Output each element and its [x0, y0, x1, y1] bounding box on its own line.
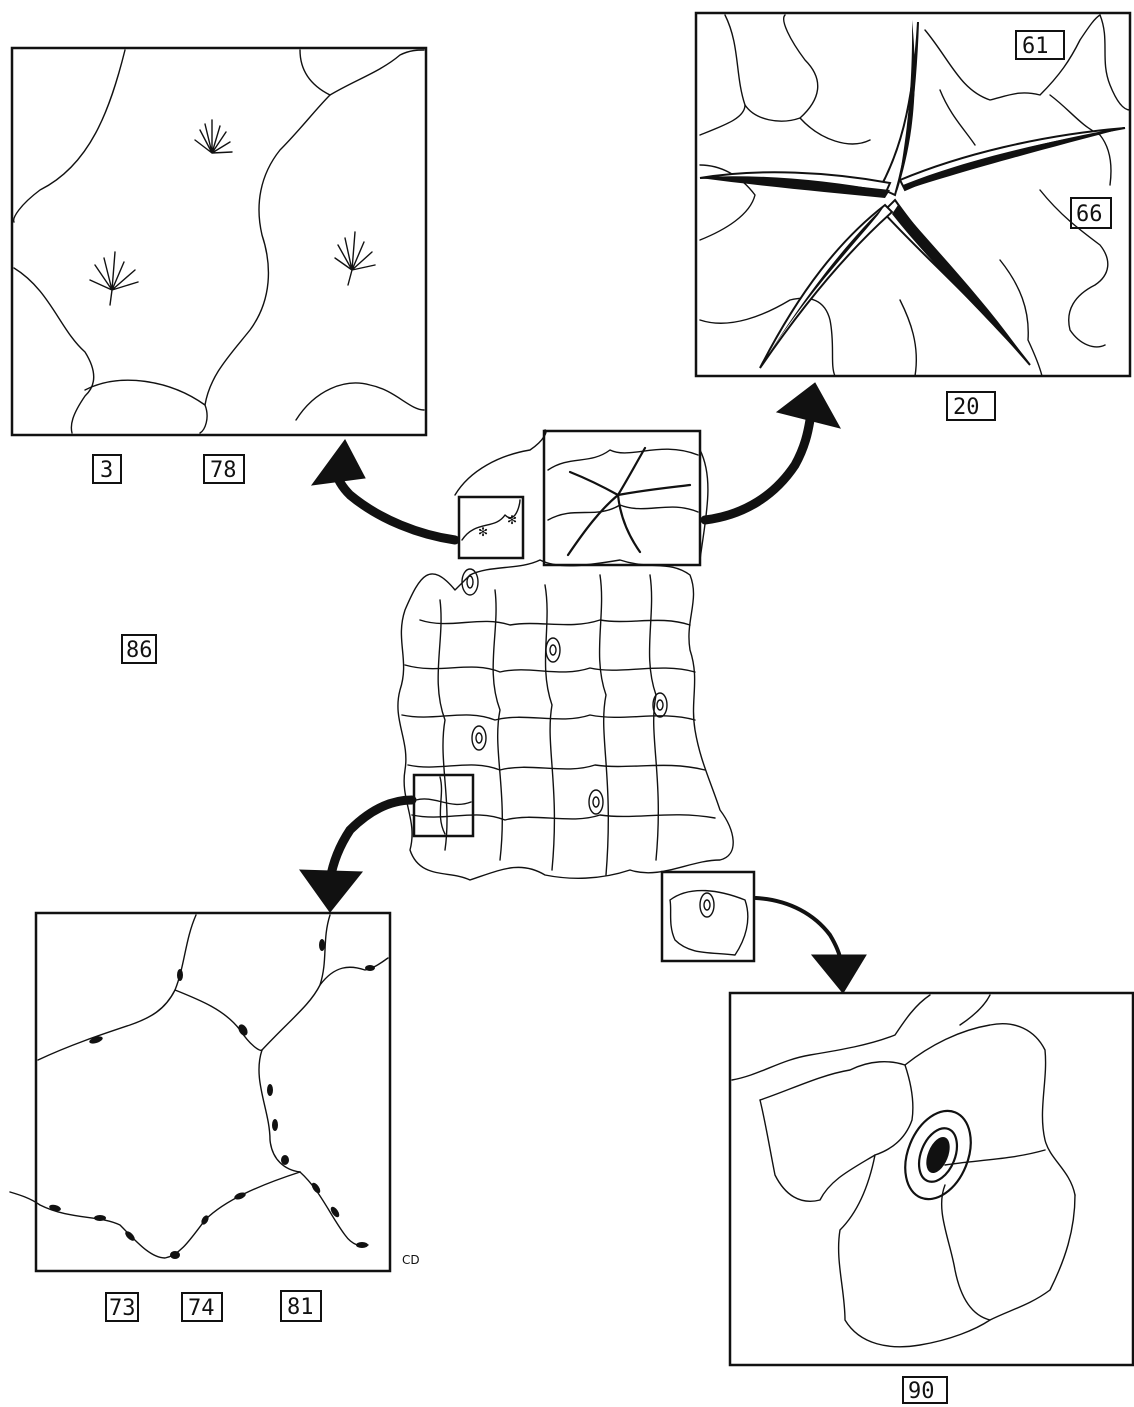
- selection-box-wall: [412, 773, 475, 838]
- label-3: 3: [100, 458, 113, 483]
- label-74: 74: [188, 1296, 215, 1321]
- arrow-to-top-right: [700, 382, 841, 525]
- label-81: 81: [287, 1295, 314, 1320]
- label-90-group: 90: [902, 1376, 948, 1404]
- artist-signature: CD: [402, 1253, 420, 1267]
- inset-top-right: 61 66: [694, 11, 1132, 378]
- labels-inset-top-right: 61 66: [1015, 30, 1112, 229]
- label-86: 86: [126, 638, 153, 663]
- label-90: 90: [908, 1379, 935, 1404]
- trichome-tuft-1: [194, 119, 233, 154]
- label-78: 78: [210, 458, 237, 483]
- trichome-tuft-2: [89, 251, 139, 306]
- label-73: 73: [109, 1296, 136, 1321]
- selection-box-stoma: [660, 870, 756, 963]
- arrow-to-top-left: [310, 439, 460, 545]
- selection-box-star-hair: [542, 429, 702, 567]
- stellate-trichome: [699, 20, 1126, 369]
- central-epidermis-fragment: [397, 429, 734, 881]
- arrow-to-bottom-right: [754, 896, 867, 994]
- label-66: 66: [1076, 202, 1103, 227]
- stoma: [904, 1109, 972, 1201]
- trichome-tuft-3: [334, 231, 376, 286]
- svg-text:✻: ✻: [478, 525, 488, 539]
- arrow-to-bottom-left: [299, 795, 417, 913]
- label-20-group: 20: [946, 391, 996, 421]
- svg-text:✻: ✻: [507, 513, 517, 527]
- inset-bottom-right: [728, 991, 1134, 1367]
- wall-thickenings: [49, 939, 375, 1259]
- label-20: 20: [953, 395, 980, 420]
- labels-top-left: 3 78: [92, 454, 245, 484]
- inset-bottom-left: [9, 911, 392, 1273]
- labels-bottom-left: 73 74 81: [105, 1290, 322, 1322]
- selection-box-hairs: [457, 495, 525, 560]
- label-61: 61: [1022, 34, 1049, 59]
- label-86-group: 86: [121, 634, 157, 664]
- inset-top-left: [10, 46, 428, 437]
